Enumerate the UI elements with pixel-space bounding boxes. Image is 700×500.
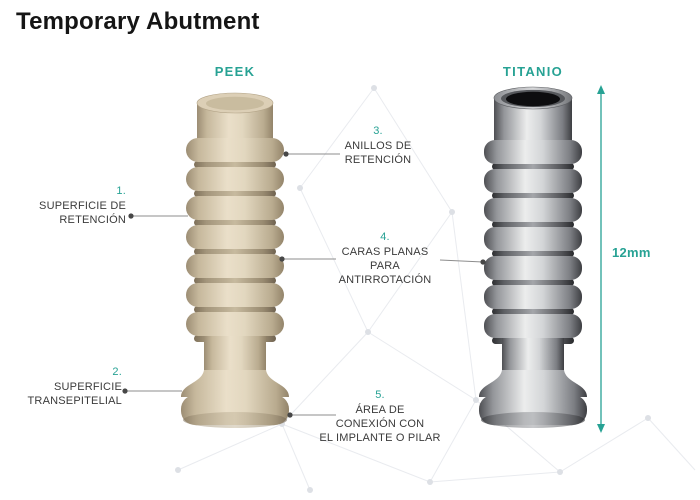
column-label-titanio: TITANIO: [502, 64, 564, 79]
annotation-caras-planas-antirrotacion: 4. CARAS PLANAS PARA ANTIRROTACIÓN: [333, 230, 437, 287]
annotation-number: 1.: [116, 185, 126, 197]
annotation-number: 5.: [375, 389, 385, 401]
page-title: Temporary Abutment: [16, 8, 260, 35]
annotation-area-de-conexion: 5. ÁREA DE CONEXIÓN CON EL IMPLANTE O PI…: [318, 388, 442, 445]
annotation-text-line: ANILLOS DE: [344, 140, 412, 152]
annotation-number: 2.: [112, 366, 122, 378]
dimension-label: 12mm: [612, 245, 651, 260]
annotation-number: 4.: [380, 231, 390, 243]
annotation-text-line: ANTIRROTACIÓN: [338, 274, 432, 286]
annotation-text-line: PARA: [370, 260, 400, 272]
annotation-text-line: ÁREA DE: [355, 404, 405, 416]
annotation-superficie-transepitelial: 2. SUPERFICIE TRANSEPITELIAL: [4, 365, 122, 408]
annotation-superficie-de-retencion: 1. SUPERFICIE DE RETENCIÓN: [6, 184, 126, 227]
titanium-abutment-illustration: [479, 86, 587, 428]
annotation-text-line: RETENCIÓN: [344, 154, 412, 166]
annotation-text-line: CONEXIÓN CON: [335, 418, 425, 430]
annotation-anillos-de-retencion: 3. ANILLOS DE RETENCIÓN: [320, 124, 436, 167]
annotation-text-line: EL IMPLANTE O PILAR: [319, 432, 441, 444]
column-label-peek: PEEK: [214, 64, 256, 79]
annotation-number: 3.: [373, 125, 383, 137]
annotation-text-line: TRANSEPITELIAL: [27, 395, 122, 407]
annotation-text-line: SUPERFICIE DE: [39, 200, 126, 212]
peek-abutment-illustration: [181, 92, 289, 428]
annotation-text-line: RETENCIÓN: [59, 214, 126, 226]
annotation-text-line: SUPERFICIE: [53, 381, 122, 393]
annotation-text-line: CARAS PLANAS: [341, 246, 429, 258]
